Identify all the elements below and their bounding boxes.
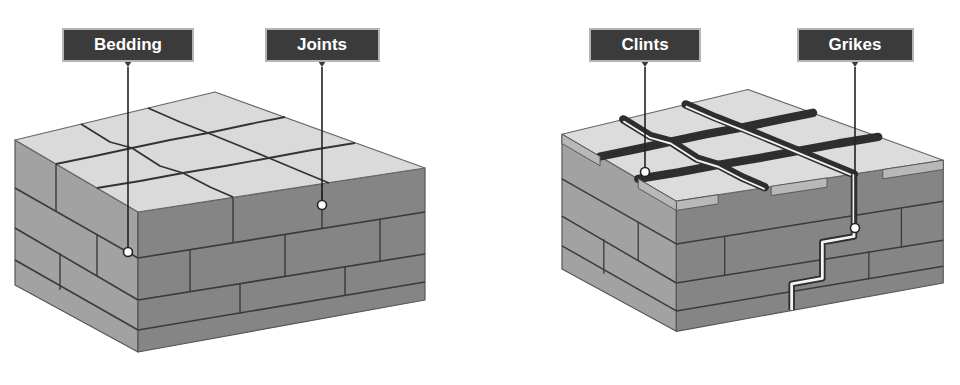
callout-label-box: Joints: [265, 28, 380, 62]
callout-label-box: Clints: [589, 28, 701, 62]
right-limestone-block: [562, 90, 943, 332]
clint-tops: [562, 90, 943, 202]
left-limestone-block: [15, 92, 425, 352]
top-face: [15, 92, 425, 212]
callout-label-box: Grikes: [797, 28, 914, 62]
grike-cut: [792, 174, 854, 310]
callout-label-box: Bedding: [62, 28, 194, 62]
leader-dots: [124, 168, 860, 257]
callout-label: Joints: [297, 34, 347, 56]
callout-label: Grikes: [829, 34, 882, 56]
clint-sides: [562, 134, 943, 210]
leader-lines: [128, 67, 855, 248]
callout-pointers: [122, 58, 861, 67]
bedding-planes: [15, 188, 425, 330]
grike-gaps: [600, 104, 878, 187]
bedding-planes: [562, 179, 943, 311]
grike-cut-light: [792, 174, 854, 310]
callout-label: Bedding: [94, 34, 162, 56]
grike-floor: [623, 106, 854, 189]
top-joints: [56, 108, 355, 197]
callout-label: Clints: [621, 34, 668, 56]
